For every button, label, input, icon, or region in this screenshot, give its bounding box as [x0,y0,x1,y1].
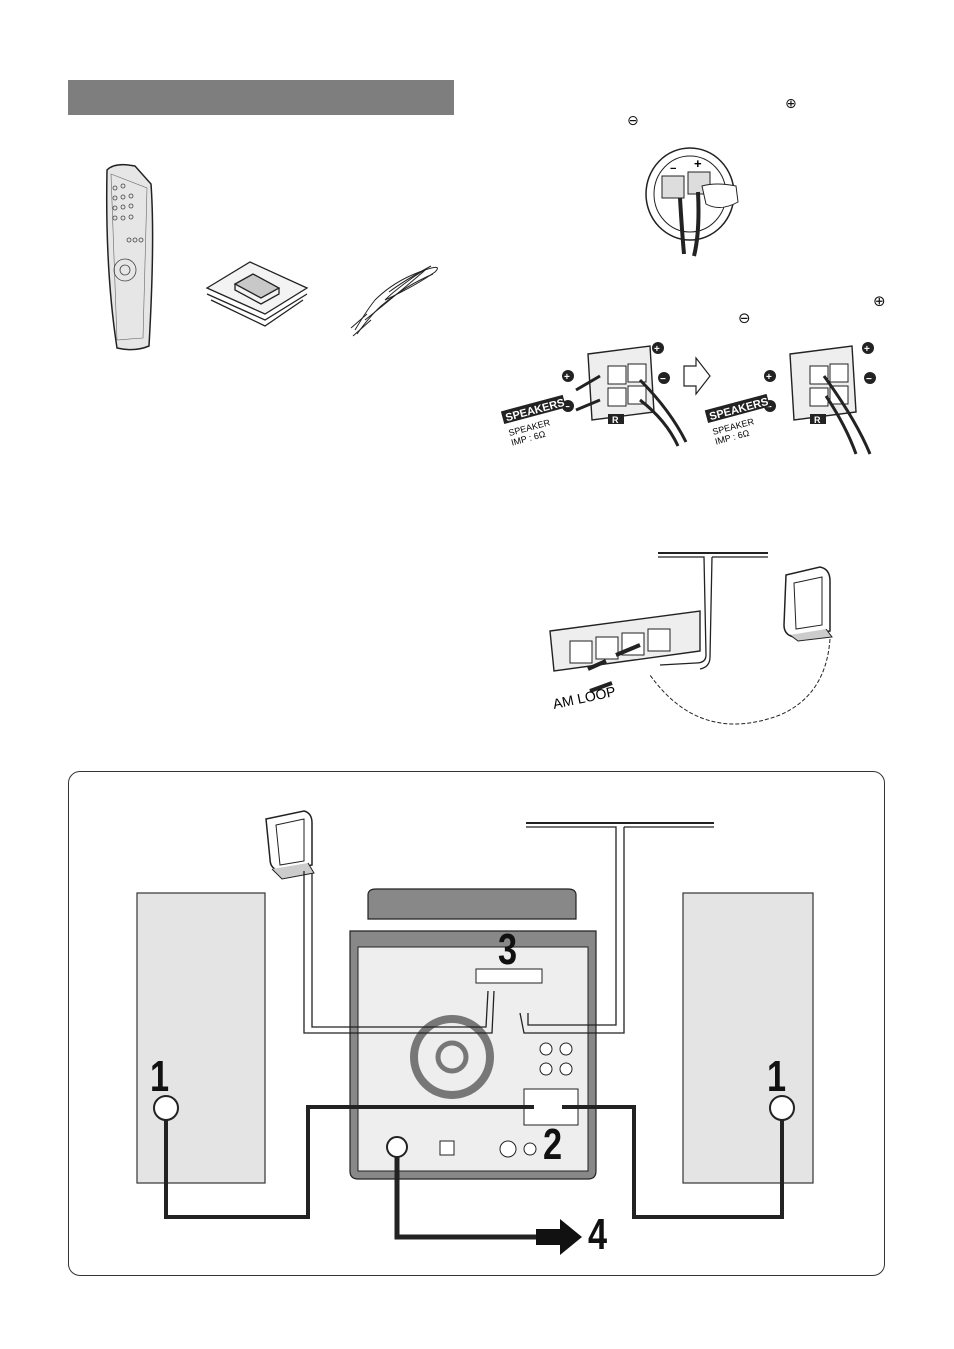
am-loop-antenna-icon [205,261,309,327]
plus-mark: + [654,344,660,355]
plus-mark: + [766,372,772,383]
am-loop-label: AM LOOP [551,683,617,712]
right-speaker [682,892,814,1184]
plus-mark: + [694,156,702,171]
remote-control-icon [105,163,154,351]
left-speaker [136,892,266,1184]
step-number-speakers-right: 1 [767,1052,787,1101]
section-header-bar [68,80,454,115]
minus-mark: − [766,402,772,413]
connection-overview-panel [68,771,885,1276]
fm-antenna-wire-icon [350,265,438,337]
accessories-illustration [105,163,438,351]
terminal-after: + − + − R SPEAKERS SPEAKER IMP : 6Ω [704,342,876,455]
minus-mark: − [866,374,872,385]
plus-mark: + [864,344,870,355]
step-number-speakers-left: 1 [150,1052,170,1101]
speaker-terminal-connection: + − + − R SPEAKERS SPEAKER IMP : 6Ω + − … [500,342,876,455]
minus-mark: − [564,402,570,413]
antenna-terminal-block: AM LOOP [549,610,701,712]
channel-label: R [814,415,821,425]
arrow-icon [683,356,711,396]
channel-label: R [612,415,619,425]
terminal-before: + − + − R SPEAKERS SPEAKER IMP : 6Ω [500,342,688,448]
speaker-terminal-icon: − + [645,147,739,257]
step-number-antennas: 3 [498,925,518,974]
minus-mark: − [660,374,666,385]
main-unit [349,888,597,1180]
minus-symbol: ⊖ [627,113,639,129]
plus-mark: + [564,372,570,383]
system-connection-diagram [136,810,814,1255]
am-loop-antenna-icon [783,566,833,642]
step-number-power: 4 [588,1210,608,1259]
arrow-icon [536,1219,582,1255]
minus-mark: − [670,163,676,175]
plus-symbol: ⊕ [785,96,797,112]
am-loop-antenna-icon [265,810,315,880]
plus-symbol-bold: ⊕ [873,292,886,310]
antenna-connection-illustration: AM LOOP [549,552,833,725]
step-number-speaker-cords: 2 [543,1120,563,1169]
minus-symbol-bold: ⊖ [738,309,751,327]
